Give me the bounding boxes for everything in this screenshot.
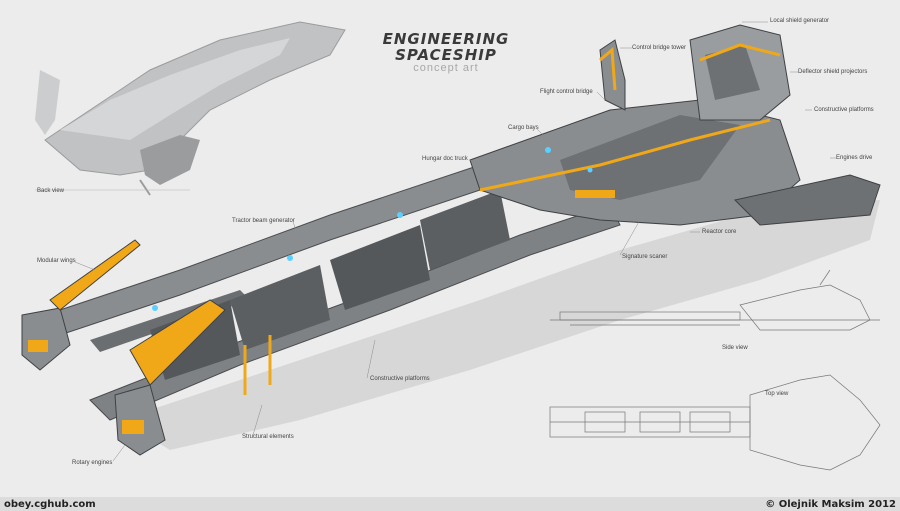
title-line-2: SPACESHIP [395, 46, 497, 64]
main-ship-illustration [21, 24, 881, 456]
label-side-view: Side view [722, 345, 748, 351]
label-deflector: Deflector shield projectors [798, 69, 868, 75]
label-back-view: Back view [37, 188, 65, 194]
footer-copyright: © Olejnik Maksim 2012 [765, 499, 896, 510]
ship-shadow [120, 200, 880, 450]
back-view-illustration [35, 21, 346, 196]
label-control-bridge: Control bridge tower [632, 45, 687, 51]
label-constructive-top: Constructive platforms [814, 107, 874, 113]
label-signature: Signature scaner [622, 254, 668, 260]
footer-site-link[interactable]: obey.cghub.com [4, 499, 96, 510]
footer-bar [0, 497, 900, 511]
side-view-blueprint [550, 269, 880, 331]
label-constructive-bottom: Constructive platforms [370, 376, 430, 382]
label-engines-drive: Engines drive [836, 155, 873, 161]
label-cargo: Cargo bays [508, 125, 539, 131]
label-structural: Structural elements [242, 434, 294, 440]
title-line-1: ENGINEERING [382, 30, 510, 48]
label-local-shield: Local shield generator [770, 18, 830, 24]
label-rotary: Rotary engines [72, 460, 113, 466]
title-line-3: concept art [413, 62, 479, 74]
label-flight-control: Flight control bridge [540, 89, 593, 95]
callout-lines [74, 21, 836, 462]
label-tractor: Tractor beam generator [232, 218, 295, 224]
label-top-view: Top view [765, 391, 789, 397]
top-view-blueprint [549, 374, 881, 471]
label-hangar: Hungar doc truck [422, 156, 468, 162]
label-reactor: Reactor core [702, 229, 737, 235]
label-modular-wings: Modular wings [37, 258, 76, 264]
